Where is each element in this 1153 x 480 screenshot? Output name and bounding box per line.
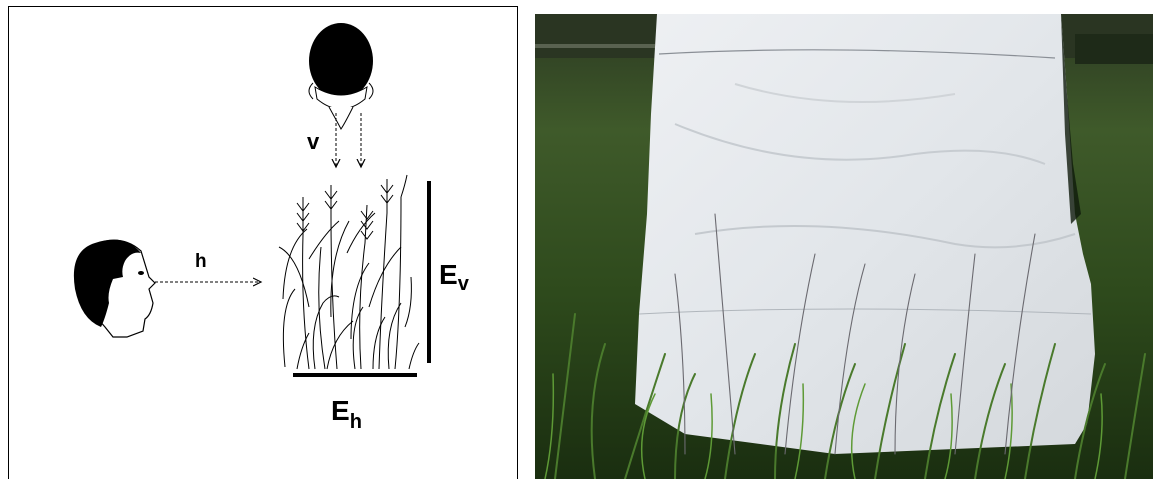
label-ev: Ev bbox=[439, 259, 469, 291]
label-eh-sub: h bbox=[350, 411, 362, 433]
field-photo bbox=[535, 14, 1153, 479]
label-ev-sub: v bbox=[458, 273, 469, 295]
side-view-head-icon bbox=[74, 240, 155, 337]
fence-rail bbox=[535, 44, 655, 48]
diagram-canvas bbox=[9, 7, 519, 480]
label-eh-main: E bbox=[331, 395, 350, 426]
white-fabric-sheet bbox=[635, 14, 1095, 454]
label-eh: Eh bbox=[331, 395, 362, 427]
diagram-panel: v h Ev Eh bbox=[8, 6, 518, 479]
label-h: h bbox=[195, 251, 207, 273]
photo-canvas bbox=[535, 14, 1153, 479]
dark-forest bbox=[1075, 34, 1153, 64]
label-v: v bbox=[307, 129, 319, 155]
grass-stand-drawing bbox=[279, 175, 419, 369]
label-ev-main: E bbox=[439, 259, 458, 290]
top-view-head-icon bbox=[309, 23, 373, 129]
